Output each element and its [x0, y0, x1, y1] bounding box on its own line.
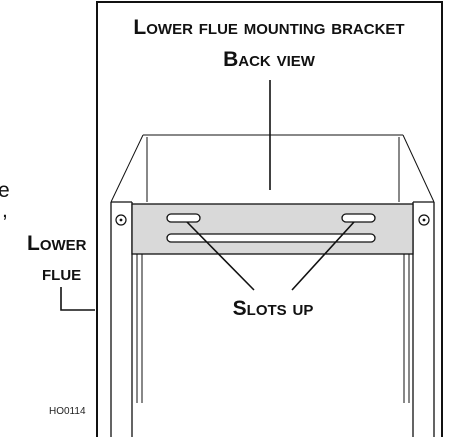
title-line-2: Back view: [223, 48, 316, 71]
outer-frame: [96, 1, 443, 437]
slot-left: [166, 213, 201, 223]
label-slots-up: Slots up: [233, 297, 314, 320]
screw-right-icon: [418, 214, 430, 226]
flue-box: [110, 134, 435, 203]
leader-lines: [60, 80, 355, 311]
slot-long: [166, 233, 376, 243]
screw-left-icon: [115, 214, 127, 226]
slot-right: [341, 213, 376, 223]
figure-code: HO0114: [49, 406, 86, 417]
clipped-text-2: ,: [2, 199, 8, 222]
clipped-text-1: e: [0, 179, 10, 202]
label-flue: flue: [42, 262, 81, 285]
title-line-1: Lower flue mounting bracket: [133, 16, 404, 39]
label-lower: Lower: [27, 232, 87, 255]
mounting-bracket: [131, 203, 414, 255]
